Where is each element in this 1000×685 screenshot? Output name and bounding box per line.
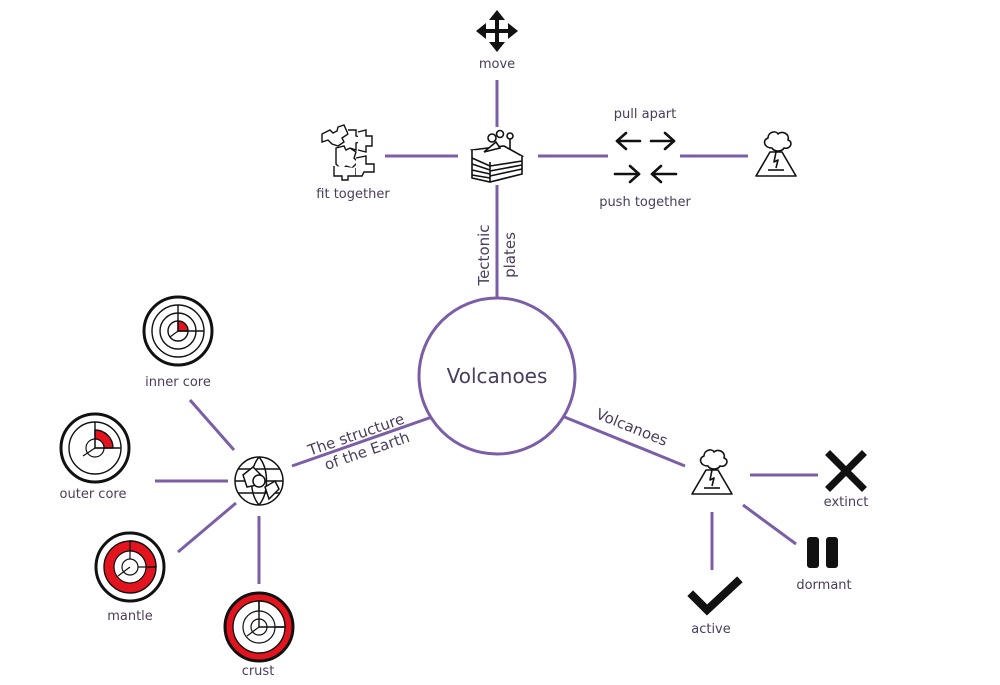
mantle-label: mantle xyxy=(107,609,153,624)
branch-label-tectonic-line1: Tectonic xyxy=(475,224,493,286)
push-together-arrows-icon xyxy=(613,164,678,184)
inner-core-icon xyxy=(142,295,214,367)
connector-structure-inner xyxy=(188,399,236,451)
pause-icon xyxy=(807,537,838,568)
inner-core-label: inner core xyxy=(145,375,211,390)
extinct-label: extinct xyxy=(824,495,869,510)
branch-label-tectonic: Tectonic plates xyxy=(475,224,519,286)
outer-core-label: outer core xyxy=(60,487,127,502)
connector-structure-mantle xyxy=(177,501,237,554)
push-together-label: push together xyxy=(599,195,691,210)
connector-volcano-dormant xyxy=(742,503,797,546)
connector-center-volcanoes xyxy=(561,414,686,468)
crust-label: crust xyxy=(242,664,275,679)
puzzle-icon xyxy=(321,124,375,181)
center-node: Volcanoes xyxy=(417,296,577,456)
pull-apart-label: pull apart xyxy=(614,107,676,122)
fit-together-label: fit together xyxy=(316,187,390,202)
pull-apart-arrows-icon xyxy=(615,131,676,151)
checkmark-icon xyxy=(687,576,743,616)
volcano-hub-icon xyxy=(691,449,733,495)
tectonic-plates-icon xyxy=(469,129,525,183)
move-arrows-icon xyxy=(476,10,518,52)
dormant-label: dormant xyxy=(796,578,851,593)
connectors xyxy=(155,80,818,584)
cross-icon xyxy=(825,450,867,492)
active-label: active xyxy=(691,622,731,637)
move-label: move xyxy=(479,57,515,72)
earth-globe-icon xyxy=(234,456,284,506)
connector-center-structure xyxy=(291,415,433,468)
center-circle xyxy=(417,296,577,456)
branch-label-tectonic-line2: plates xyxy=(501,232,519,278)
mantle-icon xyxy=(94,531,166,603)
outer-core-icon xyxy=(59,412,131,484)
branch-label-structure: The structure of the Earth xyxy=(305,410,412,474)
volcano-icon xyxy=(755,131,797,177)
center-label: Volcanoes xyxy=(447,364,548,388)
crust-icon xyxy=(223,591,295,663)
